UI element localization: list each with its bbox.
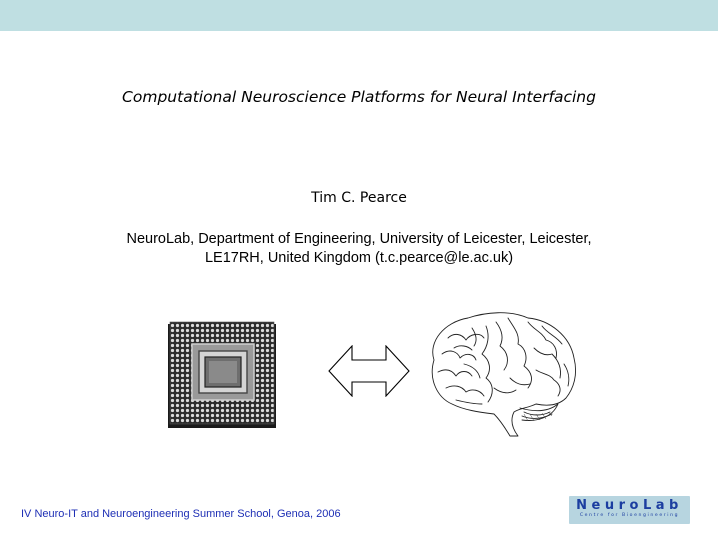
brain-icon — [431, 312, 577, 437]
affiliation-line-1: NeuroLab, Department of Engineering, Uni… — [126, 231, 592, 247]
slide-title: Computational Neuroscience Platforms for… — [122, 88, 596, 106]
author-name: Tim C. Pearce — [311, 190, 407, 206]
microchip-image — [168, 321, 276, 428]
neurolab-logo: NeuroLab Centre for Bioengineering — [569, 496, 690, 524]
logo-name: NeuroLab — [576, 498, 683, 513]
double-arrow-icon — [328, 345, 410, 397]
logo-subtitle: Centre for Bioengineering — [579, 513, 680, 518]
affiliation: NeuroLab, Department of Engineering, Uni… — [0, 230, 718, 268]
footer-text: IV Neuro-IT and Neuroengineering Summer … — [21, 508, 341, 520]
affiliation-line-2: LE17RH, United Kingdom (t.c.pearce@le.ac… — [204, 250, 514, 266]
top-band — [0, 0, 718, 31]
